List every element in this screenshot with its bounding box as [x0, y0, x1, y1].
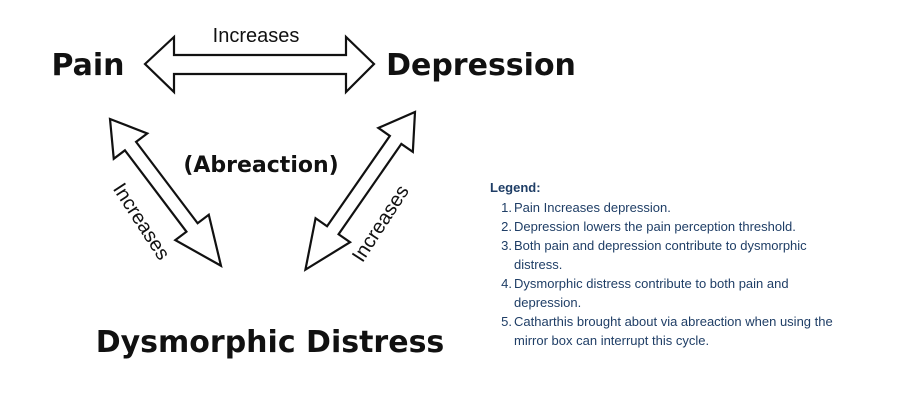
pain-depression-arrow: [143, 34, 376, 95]
pain-label: Pain: [51, 48, 124, 83]
pain-distress-arrow: [108, 117, 223, 268]
dysmorphic-distress-label: Dysmorphic Distress: [96, 325, 445, 360]
legend-item-number: 1.: [501, 200, 512, 215]
legend-item: 2. Depression lowers the pain perception…: [490, 217, 890, 236]
legend-item-number: 4.: [501, 276, 512, 291]
legend-title: Legend:: [490, 180, 541, 195]
legend-item-text: Catharthis brought about via abreaction …: [514, 314, 833, 348]
legend-item-number: 5.: [501, 314, 512, 329]
legend-item-number: 2.: [501, 219, 512, 234]
depression-distress-arrow: [303, 110, 417, 272]
legend-item: 5. Catharthis brought about via abreacti…: [490, 312, 890, 350]
legend-item: 3. Both pain and depression contribute t…: [490, 236, 890, 274]
depression-label: Depression: [386, 48, 576, 83]
pain-depression-edge-label: Increases: [213, 25, 300, 47]
legend-item: 4. Dysmorphic distress contribute to bot…: [490, 274, 890, 312]
legend-item-text: Pain Increases depression.: [514, 200, 671, 215]
legend-item-text: Depression lowers the pain perception th…: [514, 219, 796, 234]
legend-item-text: Both pain and depression contribute to d…: [514, 238, 807, 272]
legend-item-text: Dysmorphic distress contribute to both p…: [514, 276, 789, 310]
legend-item-number: 3.: [501, 238, 512, 253]
legend: Legend: 1. Pain Increases depression. 2.…: [490, 178, 890, 350]
abreaction-label: (Abreaction): [183, 153, 338, 178]
legend-item: 1. Pain Increases depression.: [490, 198, 890, 217]
